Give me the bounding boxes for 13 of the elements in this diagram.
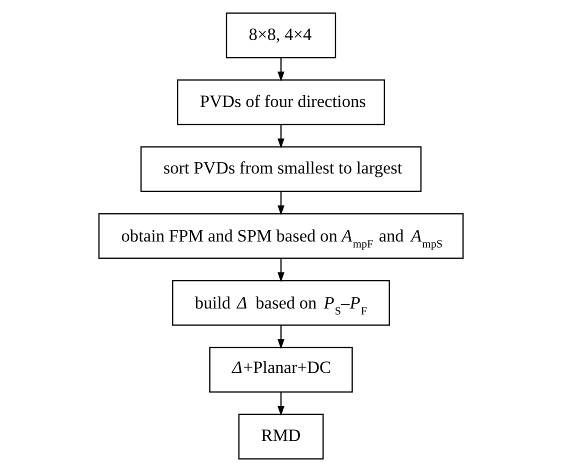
arrow	[277, 124, 284, 148]
node-box: Δ+Planar+DC	[208, 346, 352, 393]
arrow	[277, 58, 284, 82]
arrow	[277, 325, 284, 350]
arrow	[277, 392, 284, 416]
node-box: PVDs of four directions	[176, 79, 385, 126]
arrow	[277, 258, 284, 282]
node-box: 8×8, 4×4	[225, 12, 336, 58]
arrow	[277, 191, 284, 216]
node-box: sort PVDs from smallest to largest	[140, 146, 422, 192]
node-box: obtain FPM and SPM based on A$_{mpF}$ and A$_{mpS}$	[98, 213, 464, 259]
node-box: RMD	[238, 414, 324, 460]
node-box: build Δ based on P$_{S}$–P$_{F}$	[172, 280, 390, 326]
